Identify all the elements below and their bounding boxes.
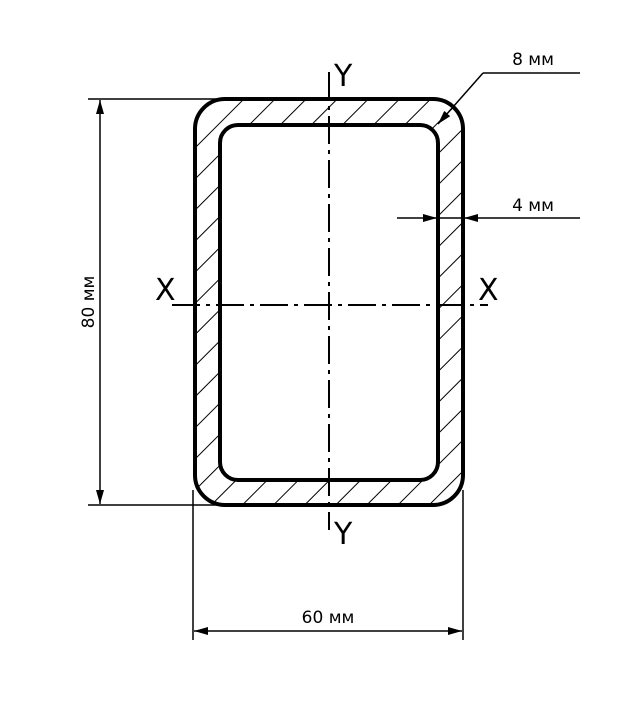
radius-label: 8 мм bbox=[512, 50, 554, 70]
radius-leader: 8 мм bbox=[437, 50, 580, 125]
wall-thickness-label: 4 мм bbox=[512, 196, 554, 216]
width-dimension: 60 мм bbox=[192, 490, 464, 640]
height-dimension: 80 мм bbox=[79, 98, 225, 506]
width-label: 60 мм bbox=[302, 608, 355, 628]
y-axis-label-bottom: Y bbox=[333, 517, 353, 552]
x-axis-label-left: X bbox=[155, 273, 176, 308]
x-axis-label-right: X bbox=[478, 273, 499, 308]
wall-thickness-dimension: 4 мм bbox=[397, 196, 580, 222]
height-label: 80 мм bbox=[79, 276, 99, 329]
y-axis-label-top: Y bbox=[333, 59, 353, 94]
